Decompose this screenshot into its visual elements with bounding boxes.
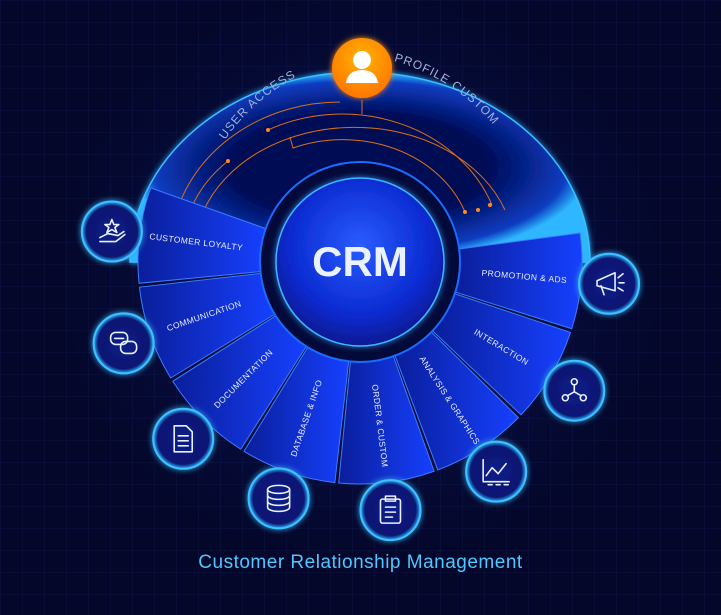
crm-core [275,177,445,347]
document-icon[interactable] [152,407,215,470]
footer-title: Customer Relationship Management [198,552,523,573]
segment-ring: CUSTOMER LOYALTYCOMMUNICATIONDOCUMENTATI… [137,187,583,485]
line-chart-icon[interactable] [465,440,528,503]
connection-lines [178,100,506,213]
network-users-icon[interactable] [543,359,606,422]
clipboard-icon[interactable] [359,479,422,542]
user-icon[interactable] [332,38,392,98]
crm-label: CRM [312,238,408,285]
megaphone-icon[interactable] [578,252,641,315]
hand-star-icon[interactable] [80,200,143,263]
database-icon[interactable] [247,467,310,530]
chat-bubbles-icon[interactable] [92,312,155,375]
